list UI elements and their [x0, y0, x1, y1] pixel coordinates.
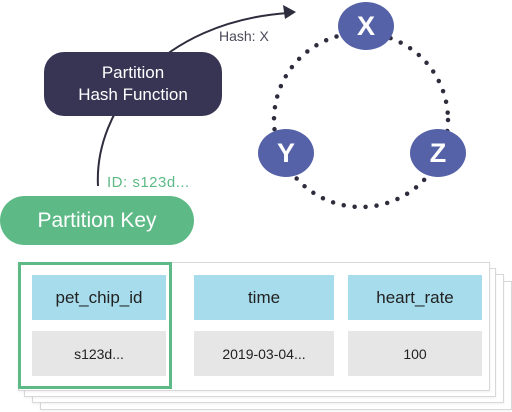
- node-ring: [271, 30, 451, 210]
- header-time: time: [194, 275, 334, 320]
- partition-key: Partition Key: [0, 196, 194, 245]
- node-z-label: Z: [429, 137, 447, 168]
- hash-label: Hash: X: [219, 28, 269, 44]
- partition-id-label: ID: s123d...: [107, 174, 190, 191]
- hash-function-line1: Partition: [101, 63, 165, 82]
- node-x: X: [338, 2, 394, 50]
- value-time: 2019-03-04...: [194, 331, 334, 376]
- partition-hash-function: Partition Hash Function: [44, 52, 222, 116]
- partition-key-column-highlight: [18, 262, 172, 389]
- hash-function-line2: Hash Function: [78, 85, 188, 104]
- value-heart-rate: 100: [348, 331, 482, 376]
- value-pet-chip-id: s123d...: [32, 331, 166, 376]
- table-card: pet_chip_id time heart_rate s123d... 201…: [18, 262, 490, 391]
- node-y: Y: [258, 129, 314, 177]
- node-y-label: Y: [276, 137, 295, 168]
- arrow-head-icon: [283, 5, 296, 19]
- node-z: Z: [410, 129, 466, 177]
- partition-key-label: Partition Key: [37, 208, 157, 232]
- node-x-label: X: [356, 10, 375, 41]
- header-pet-chip-id: pet_chip_id: [32, 275, 166, 320]
- header-heart-rate: heart_rate: [348, 275, 482, 320]
